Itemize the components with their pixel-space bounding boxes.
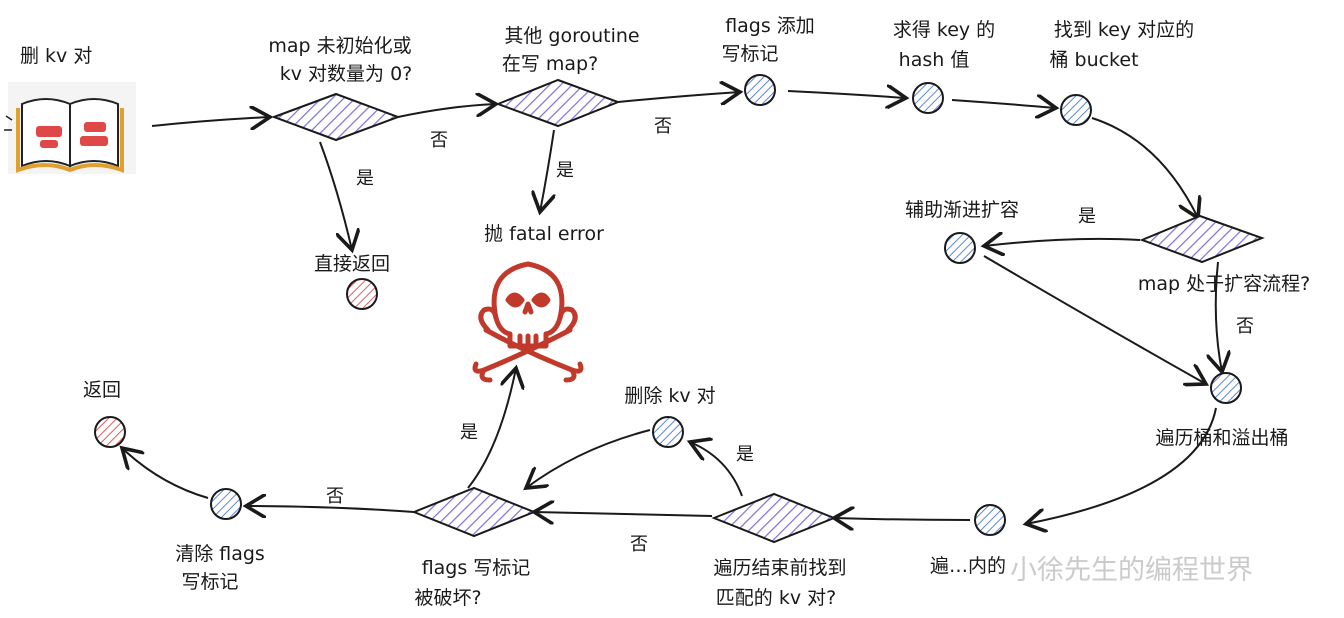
edge-label-no-other: 否 [654, 116, 672, 137]
clear-flags-line2: 写标记 [181, 571, 239, 593]
other-goroutine-line2: 在写 map? [501, 53, 599, 75]
diamond-map-uninit [271, 92, 401, 142]
bucket-line2: 桶 bucket [1049, 49, 1139, 71]
edge-found-to-delete [690, 442, 743, 497]
node-clear-flags [210, 488, 242, 520]
node-bucket [1060, 94, 1092, 126]
diamond-found-match [711, 492, 837, 544]
edge-map-uninit-to-direct [319, 141, 352, 250]
other-goroutine-line1: 其他 goroutine [504, 25, 640, 47]
start-label: 删 kv 对 [20, 45, 93, 67]
flags-broken-line1: flags 写标记 [421, 557, 531, 579]
bucket-inner-label: 遍…内的 [929, 555, 1007, 577]
watermark: 小徐先生的编程世界 [1010, 555, 1253, 586]
traverse-label: 遍历桶和溢出桶 [1155, 427, 1289, 449]
map-uninit-line1: map 未初始化或 [268, 35, 412, 57]
found-match-line2: 匹配的 kv 对? [715, 587, 837, 609]
edge-label-no-broken: 否 [326, 486, 344, 507]
edge-traverse-to-inner [1026, 407, 1217, 524]
flags-broken-line2: 被破坏? [414, 587, 482, 609]
edge-growing-to-assist [984, 239, 1141, 246]
node-return [94, 416, 126, 448]
skull-crossbones-icon [472, 261, 584, 383]
edge-growing-to-traverse [1216, 261, 1222, 372]
edge-label-yes-broken: 是 [460, 422, 478, 443]
direct-return-label: 直接返回 [313, 253, 391, 275]
edge-broken-to-clear [246, 506, 415, 512]
node-traverse [1210, 372, 1242, 404]
flags-add-line1: flags 添加 [725, 15, 815, 37]
edge-other-to-flags [617, 92, 740, 102]
edge-label-yes-fatal: 是 [556, 160, 574, 181]
edge-other-to-fatal [540, 129, 554, 212]
decision-diamonds [271, 78, 1265, 544]
diamond-flags-broken [411, 486, 537, 538]
delete-kv-label: 删除 kv 对 [624, 385, 716, 407]
circle-nodes [94, 74, 1242, 536]
flags-add-line2: 写标记 [721, 43, 779, 65]
edge-flags-to-hash [787, 91, 906, 98]
node-assist-grow [944, 232, 976, 264]
assist-grow-label: 辅助渐进扩容 [904, 199, 1020, 221]
node-flags-add [744, 74, 776, 106]
diamond-growing [1139, 214, 1265, 264]
edge-delete-to-broken [526, 429, 651, 488]
edge-broken-to-fatal [467, 368, 516, 489]
edge-hash-to-bucket [951, 100, 1056, 108]
node-bucket-inner [974, 504, 1006, 536]
hash-line2: hash 值 [898, 49, 970, 71]
growing-label: map 处于扩容流程? [1137, 273, 1311, 295]
edge-label-no-found: 否 [630, 534, 648, 555]
return-label: 返回 [82, 379, 122, 401]
book-icon [4, 82, 136, 174]
bucket-line1: 找到 key 对应的 [1053, 19, 1195, 41]
edge-clear-to-return [122, 448, 209, 499]
edge-bucket-to-growing [1091, 117, 1198, 218]
hash-line1: 求得 key 的 [892, 19, 996, 41]
edge-label-no-growing: 否 [1236, 316, 1254, 337]
edge-assist-to-traverse [983, 255, 1206, 384]
clear-flags-line1: 清除 flags [175, 543, 265, 565]
edge-map-uninit-to-other [397, 104, 496, 118]
edge-label-yes-growing: 是 [1078, 206, 1096, 227]
edge-label-yes-direct: 是 [356, 168, 374, 189]
edge-label-no-map-uninit: 否 [430, 130, 448, 151]
edges [122, 91, 1222, 524]
node-hash [912, 82, 944, 114]
found-match-line1: 遍历结束前找到 [713, 557, 847, 579]
fatal-error-label: 抛 fatal error [484, 223, 604, 245]
edge-start-to-map-uninit [151, 117, 270, 126]
node-delete-kv [652, 416, 684, 448]
node-direct-return [346, 278, 378, 310]
edge-found-to-broken [534, 512, 713, 516]
edge-label-yes-delete: 是 [736, 444, 754, 465]
edge-inner-to-found [834, 518, 971, 520]
diamond-other-goroutine [495, 78, 621, 128]
map-uninit-line2: kv 对数量为 0? [279, 63, 413, 85]
